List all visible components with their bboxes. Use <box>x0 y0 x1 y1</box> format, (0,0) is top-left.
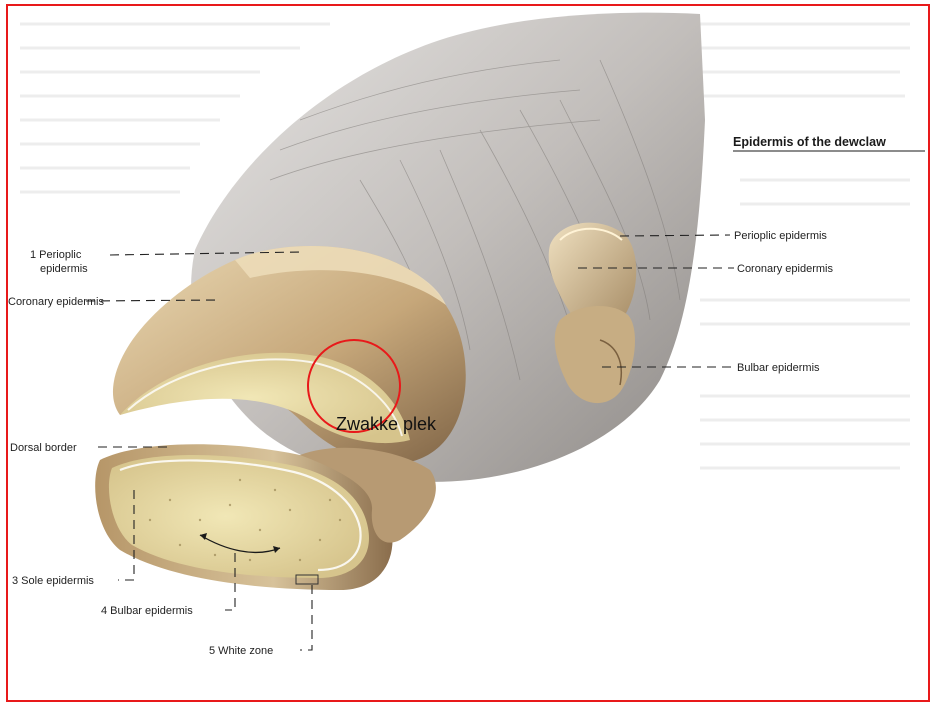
label-bulbar-epidermis-4: 4 Bulbar epidermis <box>101 605 193 617</box>
label-perioplic-left-1: 1 Perioplic <box>30 249 82 261</box>
label-sole-epidermis: 3 Sole epidermis <box>12 575 94 587</box>
label-white-zone: 5 White zone <box>209 645 273 657</box>
label-perioplic-right: Perioplic epidermis <box>734 230 827 242</box>
label-coronary-right: Coronary epidermis <box>737 263 833 275</box>
leader-white-zone <box>300 585 312 650</box>
label-bulbar-right: Bulbar epidermis <box>737 362 820 374</box>
label-perioplic-left-2: epidermis <box>40 263 88 275</box>
weak-spot-label: Zwakke plek <box>336 414 437 434</box>
label-coronary-left: Coronary epidermis <box>8 296 104 308</box>
label-dorsal-border: Dorsal border <box>10 442 77 454</box>
diagram-title: Epidermis of the dewclaw <box>733 135 886 149</box>
